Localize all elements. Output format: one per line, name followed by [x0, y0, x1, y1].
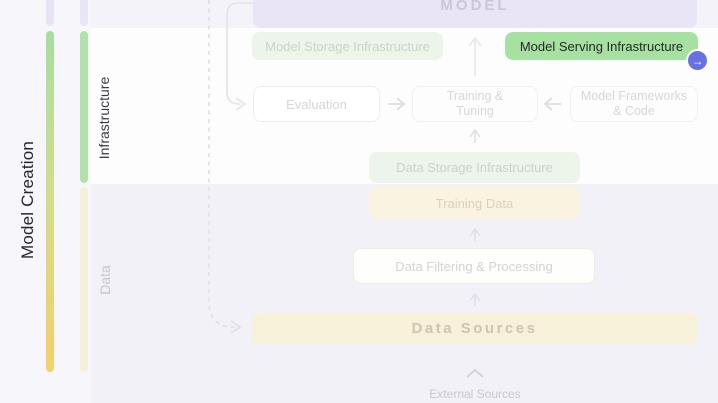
right-arrow-icon: → — [691, 53, 704, 68]
node-training-tuning[interactable]: Training & Tuning — [412, 86, 538, 122]
node-data-sources[interactable]: Data Sources — [252, 313, 697, 344]
node-model-serving-infrastructure[interactable]: Model Serving Infrastructure — [505, 32, 698, 60]
node-training-data[interactable]: Training Data — [369, 187, 580, 219]
section-bar-infrastructure — [80, 31, 88, 183]
node-model-frameworks-code[interactable]: Model Frameworks & Code — [570, 86, 698, 122]
node-model-header[interactable]: MODEL — [253, 0, 697, 28]
section-bar-top-segment — [80, 0, 88, 26]
node-data-storage-infrastructure[interactable]: Data Storage Infrastructure — [369, 152, 580, 183]
node-evaluation[interactable]: Evaluation — [253, 86, 380, 122]
creation-bar-gradient — [46, 31, 54, 372]
external-sources-label: External Sources — [429, 387, 521, 401]
creation-bar-top-segment — [46, 0, 54, 26]
infrastructure-label: Infrastructure — [96, 76, 112, 160]
data-label: Data — [97, 265, 113, 295]
section-bar-data — [80, 187, 88, 372]
model-creation-label: Model Creation — [18, 140, 37, 260]
serving-infrastructure-go-button[interactable]: → — [686, 49, 709, 72]
node-model-storage-infrastructure[interactable]: Model Storage Infrastructure — [252, 32, 443, 60]
node-data-filtering-processing[interactable]: Data Filtering & Processing — [353, 248, 595, 284]
data-band — [91, 184, 718, 403]
